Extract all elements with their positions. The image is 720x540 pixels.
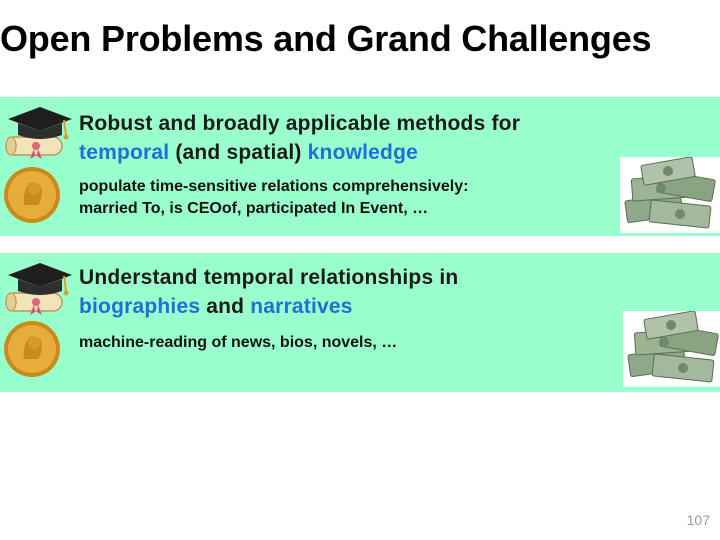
challenge-detail-1: populate time-sensitive relations compre… xyxy=(79,176,468,220)
nobel-medal-icon xyxy=(4,167,60,223)
nobel-medal-icon xyxy=(4,321,60,377)
challenge-panel-2: Understand temporal relationships in bio… xyxy=(0,253,720,392)
highlight-biographies: biographies xyxy=(79,295,201,318)
slide-title: Open Problems and Grand Challenges xyxy=(0,18,652,59)
heading-text: and xyxy=(200,295,251,318)
diploma-scroll-icon xyxy=(5,136,63,159)
graduation-cap-icon xyxy=(5,107,72,159)
page-number: 107 xyxy=(686,512,710,528)
challenge-heading-1: Robust and broadly applicable methods fo… xyxy=(79,109,520,167)
detail-line: machine-reading of news, bios, novels, … xyxy=(79,334,398,351)
money-stack-icon xyxy=(620,157,720,233)
heading-text: (and spatial) xyxy=(169,141,308,164)
diploma-scroll-icon xyxy=(5,292,63,315)
detail-line: populate time-sensitive relations compre… xyxy=(79,178,469,195)
graduation-cap-icon xyxy=(5,263,72,315)
challenge-heading-2: Understand temporal relationships in bio… xyxy=(79,263,458,321)
money-stack-icon xyxy=(623,311,720,387)
highlight-temporal: temporal xyxy=(79,141,170,164)
heading-text: Robust and broadly applicable methods fo… xyxy=(79,112,521,135)
highlight-knowledge: knowledge xyxy=(307,141,418,164)
challenge-detail-2: machine-reading of news, bios, novels, … xyxy=(79,332,397,354)
challenge-panel-1: Robust and broadly applicable methods fo… xyxy=(0,97,720,236)
heading-text: Understand temporal relationships in xyxy=(79,266,459,289)
detail-line: married To, is CEOof, participated In Ev… xyxy=(79,200,429,217)
highlight-narratives: narratives xyxy=(250,295,353,318)
